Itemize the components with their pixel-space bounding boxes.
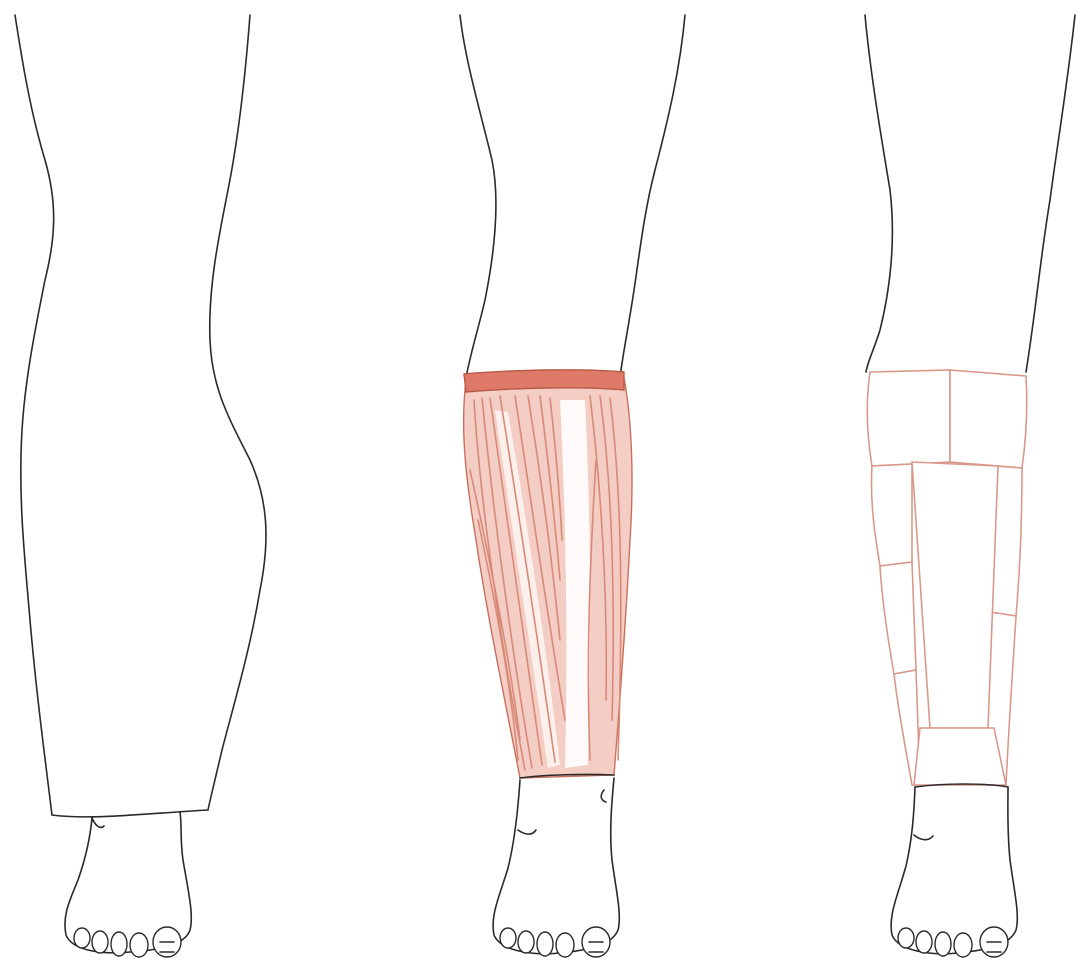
middle-ankle-crease-2: [601, 790, 606, 802]
right-leg-outer-contour: [865, 15, 892, 372]
right-ankle-crease: [914, 835, 933, 840]
pad-top-left: [867, 370, 950, 466]
right-leg-panel: [865, 15, 1075, 957]
middle-leg-outer-contour: [460, 15, 496, 378]
left-leg-hem: [52, 810, 208, 817]
middle-leg-inner-contour: [620, 15, 685, 378]
right-toes: [898, 927, 1008, 957]
pad-side-left-upper: [871, 464, 912, 566]
bandage-top-band: [464, 370, 624, 392]
left-leg-outer-contour: [15, 15, 54, 815]
padding-pieces: [867, 370, 1027, 785]
middle-toes: [500, 927, 610, 957]
pad-center-long: [912, 462, 998, 728]
left-ankle-crease: [92, 818, 104, 827]
left-leg-panel: [15, 15, 266, 957]
pad-bottom-wrap: [914, 728, 1006, 785]
pad-side-left-middle: [880, 562, 916, 674]
pad-top-right: [950, 370, 1027, 468]
left-leg-inner-contour: [208, 15, 266, 810]
right-leg-inner-contour: [1026, 15, 1075, 372]
middle-leg-panel: [460, 15, 685, 957]
middle-ankle-crease: [518, 830, 536, 834]
